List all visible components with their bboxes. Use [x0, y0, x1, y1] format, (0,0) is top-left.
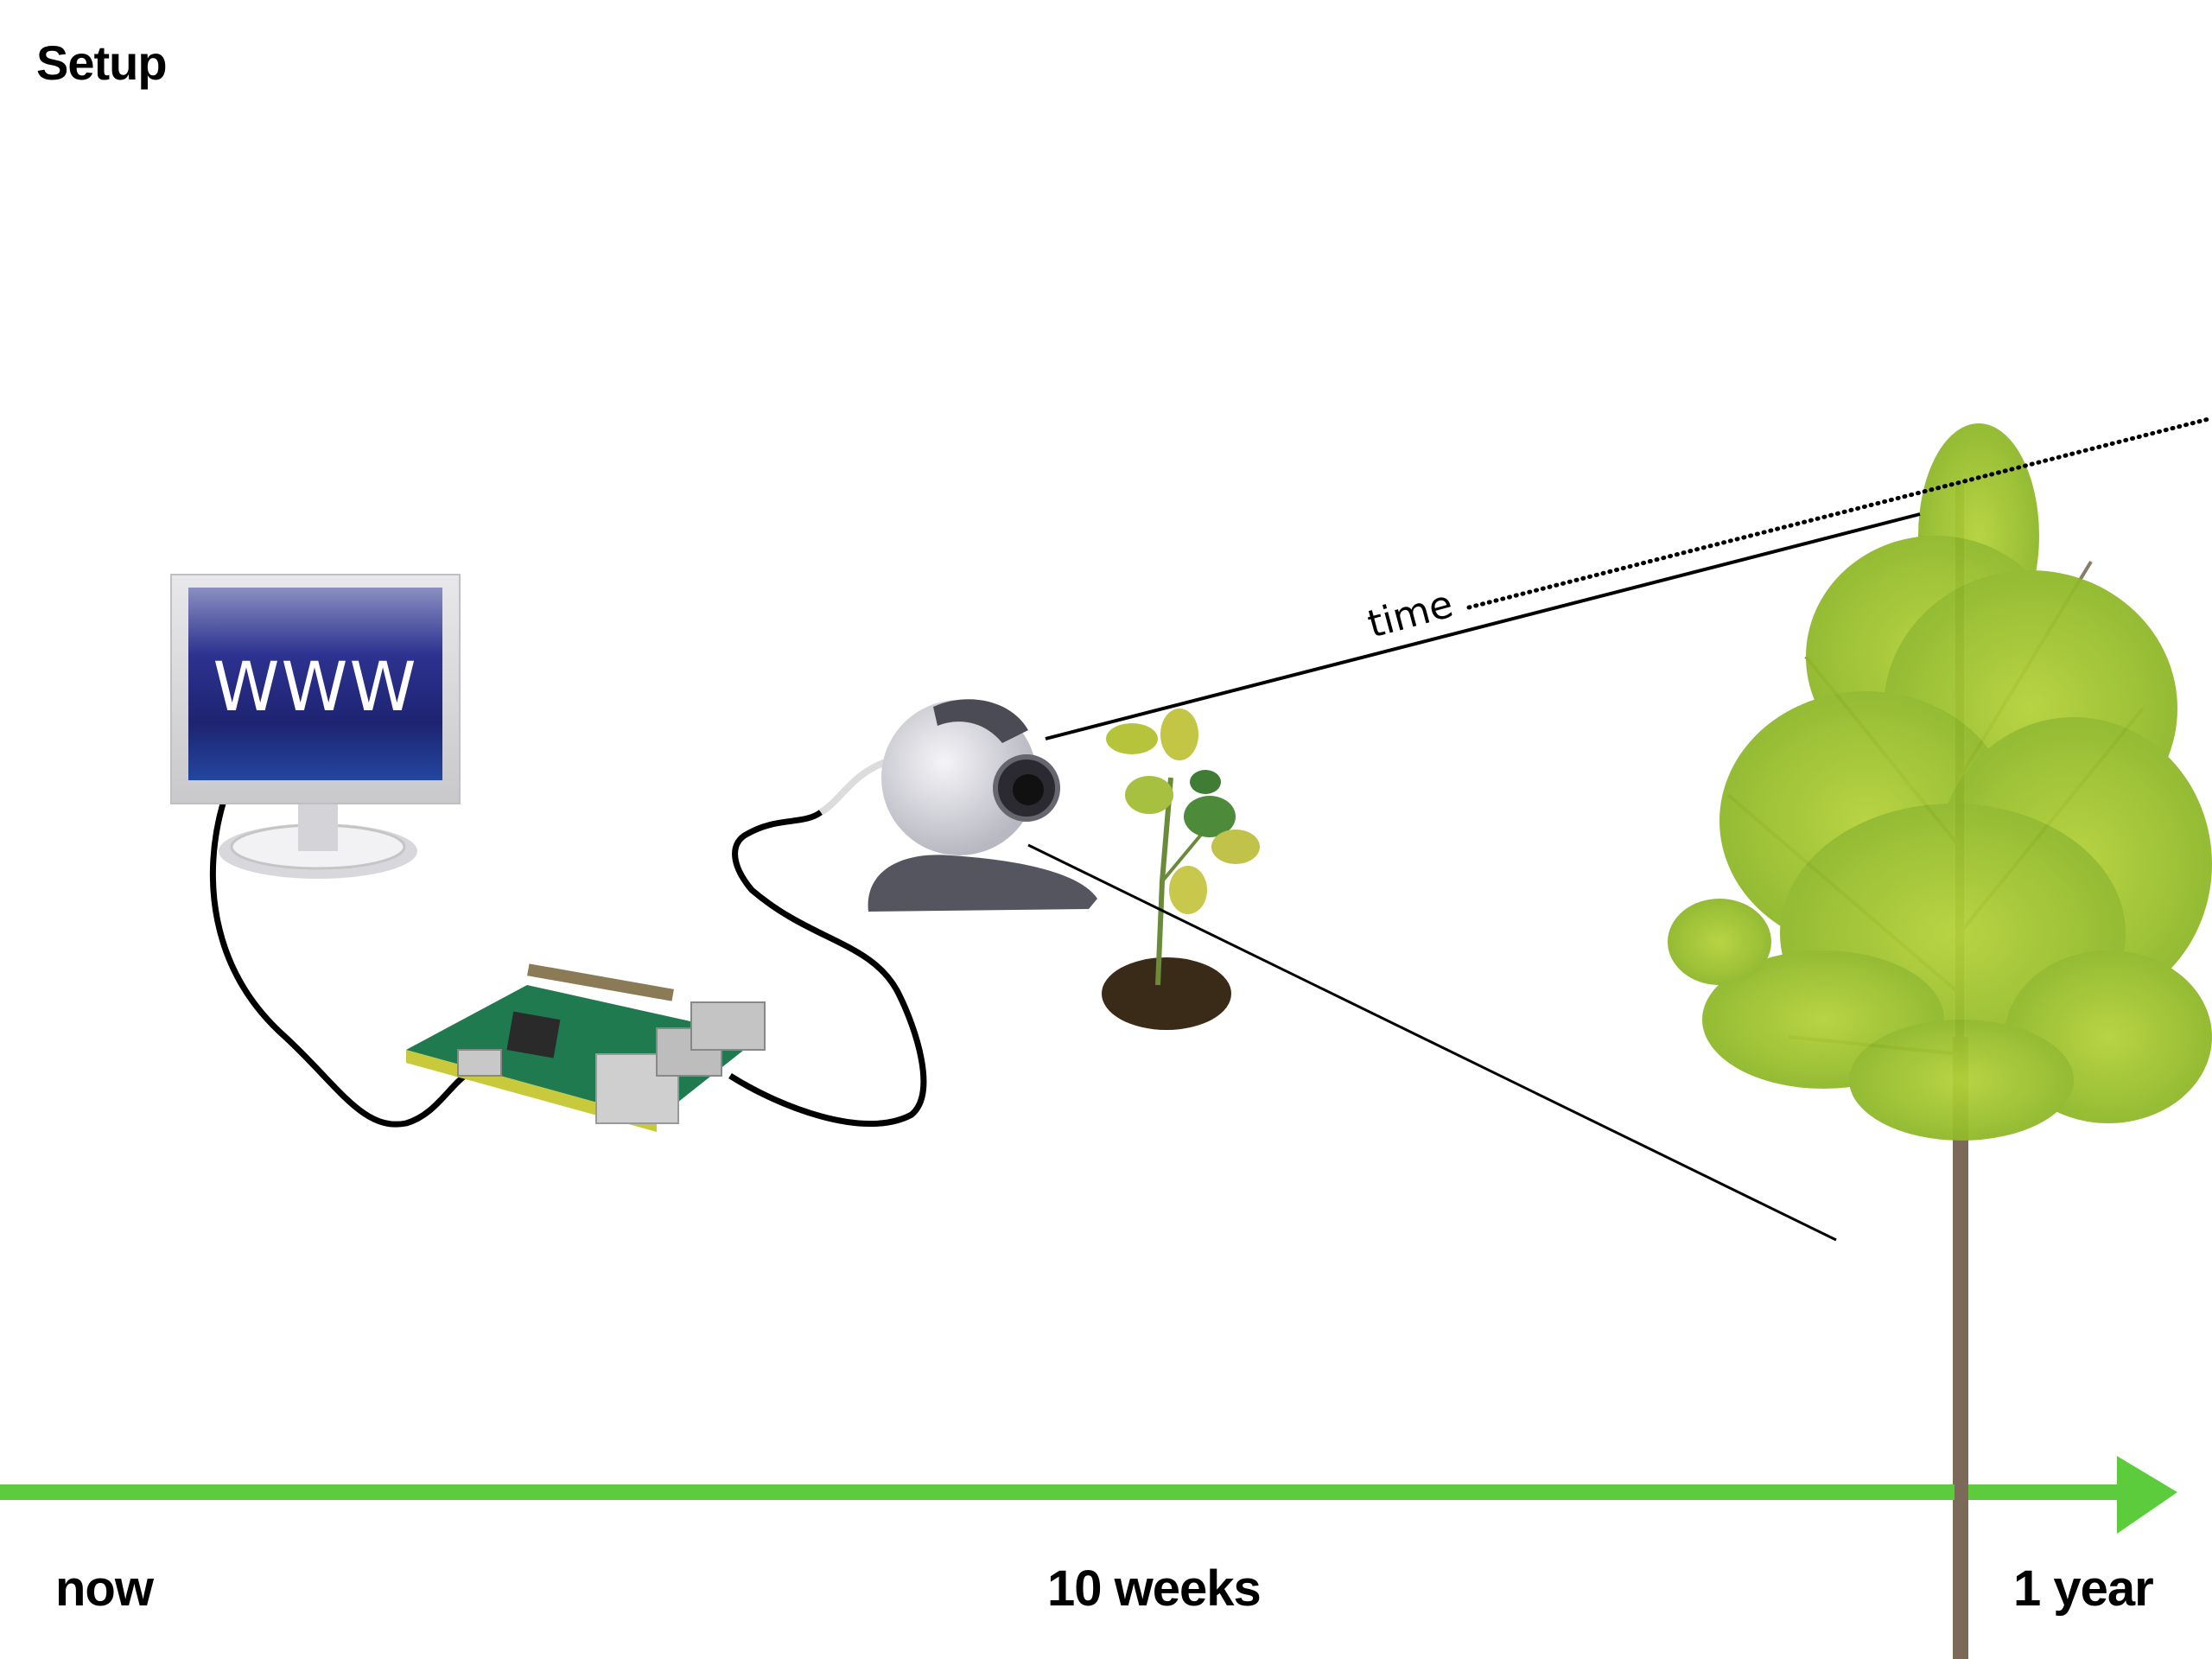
monitor-pi-cable [209, 803, 473, 1128]
www-label: WWW [213, 649, 417, 727]
tree [1668, 423, 2212, 1659]
webcam [868, 699, 1097, 912]
timeline-label-10-weeks: 10 weeks [1047, 1560, 1262, 1617]
view-cone-lower-line [1027, 843, 1837, 1242]
web-monitor: WWW [170, 574, 461, 879]
sapling [1102, 709, 1260, 1030]
view-cone-upper-line [1045, 512, 1921, 741]
slide-title: Setup [36, 35, 168, 90]
timeline-arrow [0, 1456, 2177, 1534]
timeline-label-1-year: 1 year [2013, 1560, 2154, 1617]
pi-webcam-cable [728, 810, 927, 1128]
timeline-label-now: now [55, 1560, 154, 1617]
raspberry-pi [406, 963, 766, 1132]
tree-trunk [1955, 1460, 1968, 1659]
webcam-cable-white [818, 757, 892, 816]
